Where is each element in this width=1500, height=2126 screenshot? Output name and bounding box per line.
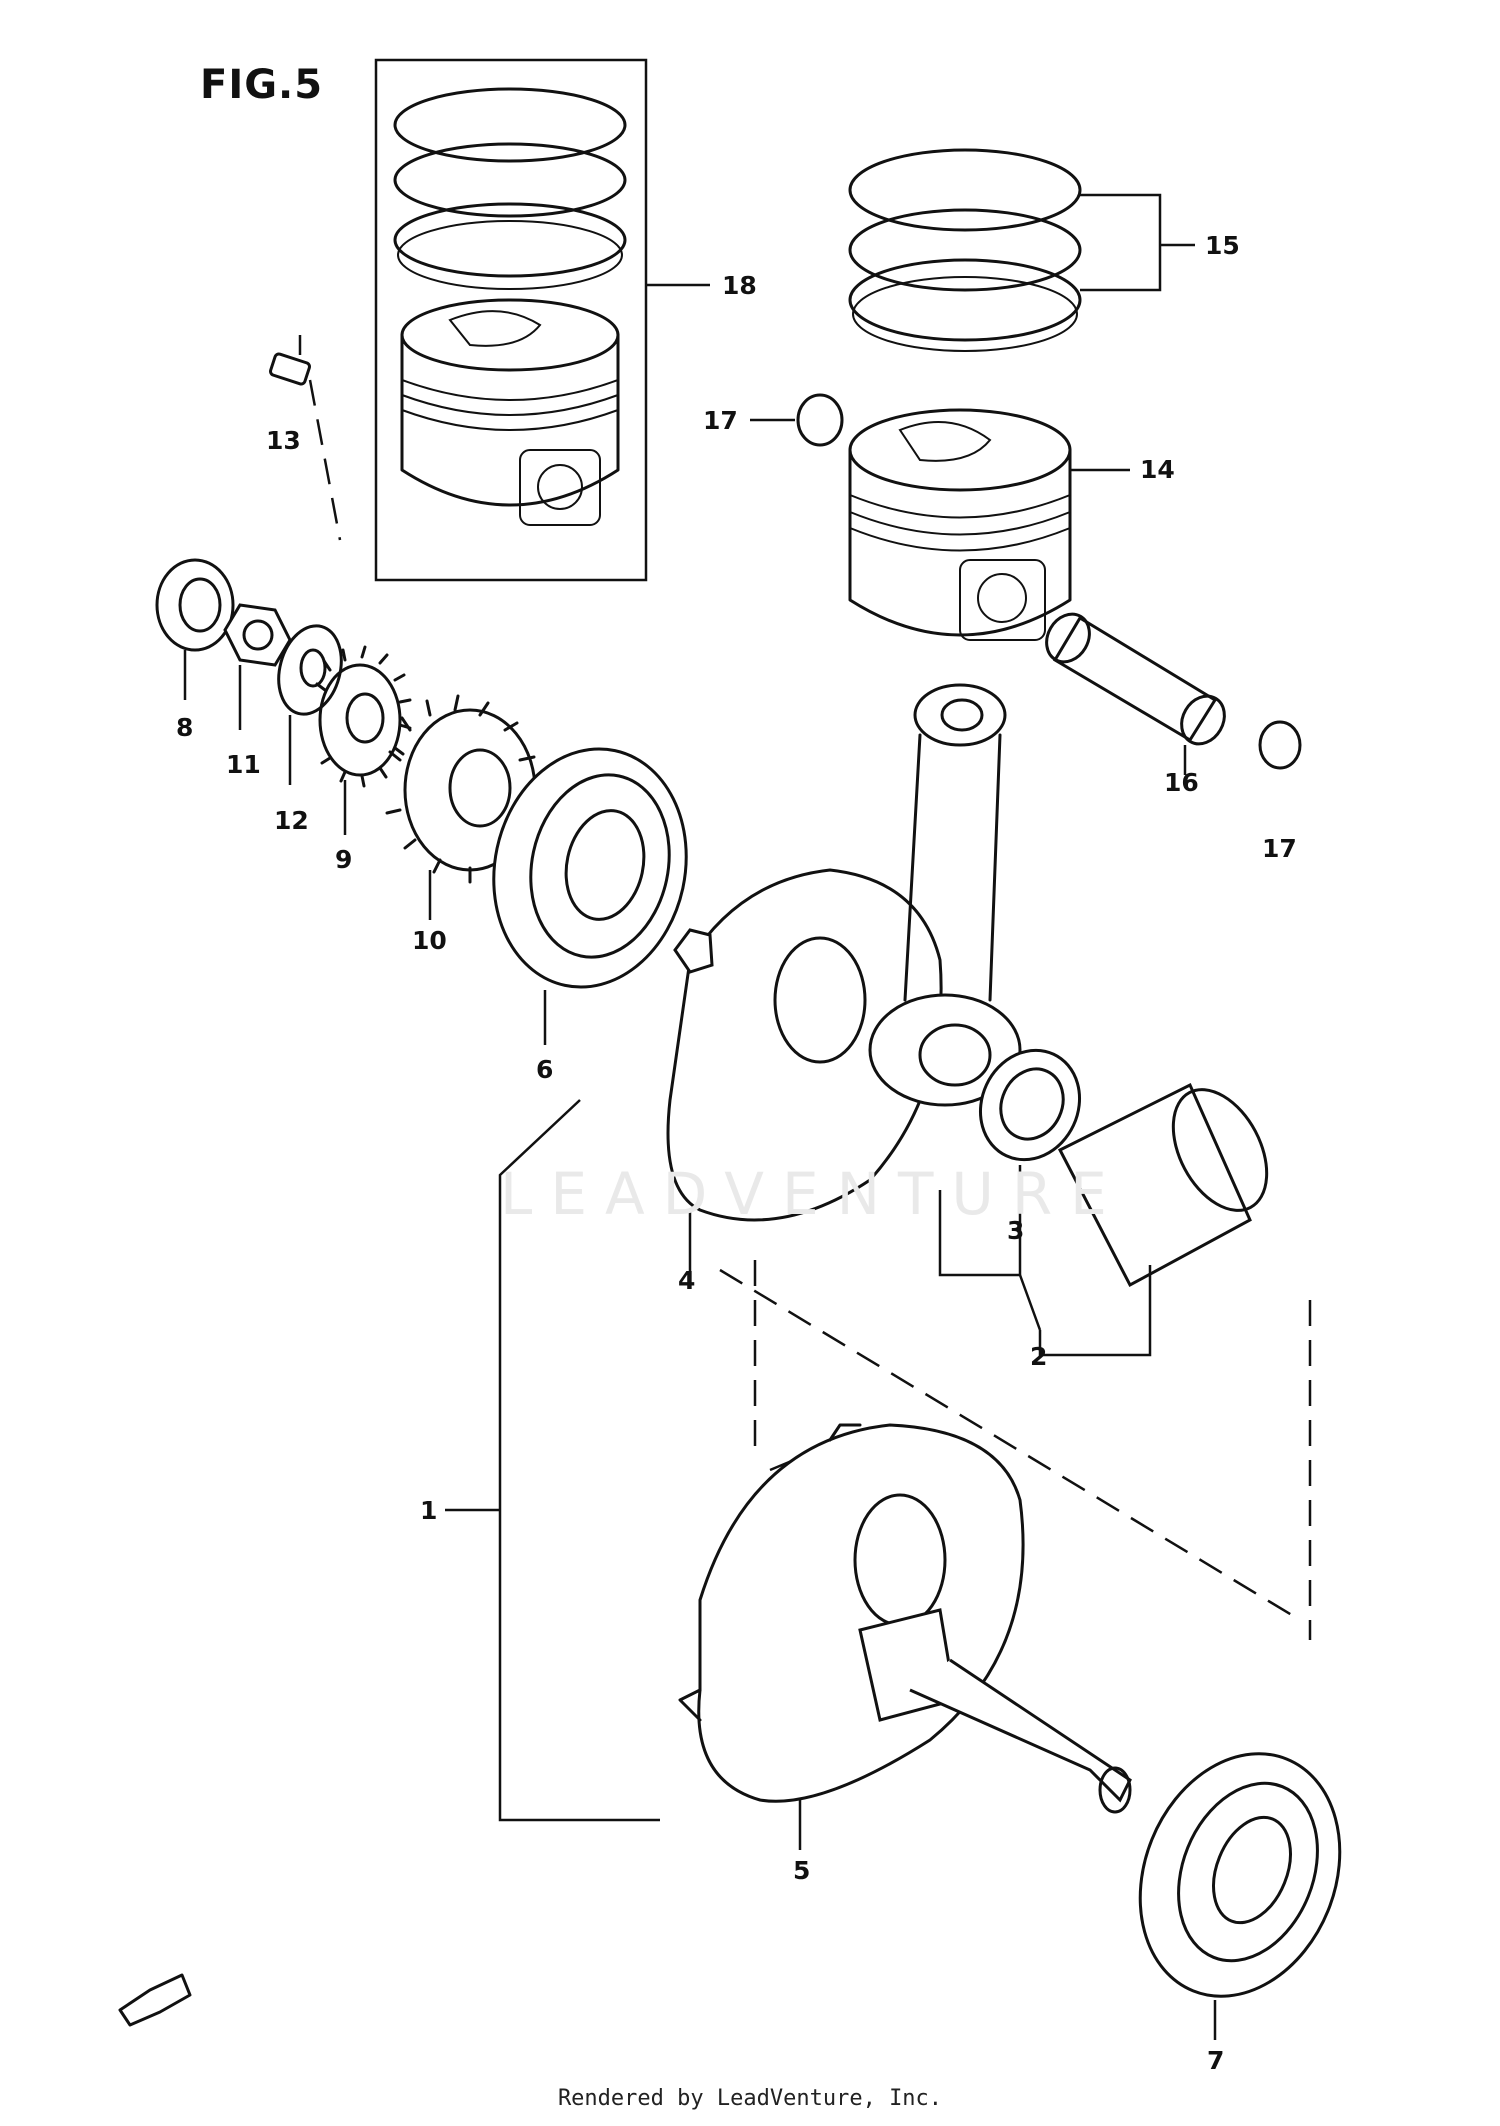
callout-4: 4: [678, 1266, 696, 1295]
nut: [223, 603, 292, 667]
piston-kit-frame: [374, 58, 648, 582]
callout-12: 12: [274, 806, 309, 835]
callout-17-lower: 17: [1262, 834, 1297, 863]
crankshaft-half-right: [678, 1423, 1132, 1814]
watermark: LEADVENTURE: [500, 1160, 1125, 1228]
circlip-upper: [796, 393, 844, 447]
callout-17-upper: 17: [703, 406, 738, 435]
callout-1: 1: [420, 1496, 438, 1525]
callout-10: 10: [412, 926, 447, 955]
callout-14: 14: [1140, 455, 1175, 484]
callout-6: 6: [536, 1055, 554, 1084]
callout-7: 7: [1207, 2046, 1225, 2075]
needle-bearing: [978, 1048, 1082, 1162]
circlip-lower: [1258, 720, 1302, 770]
callout-15: 15: [1205, 231, 1240, 260]
callout-3: 3: [1007, 1216, 1025, 1245]
crankshaft-bearing-left: [492, 747, 688, 989]
piston: [848, 408, 1072, 641]
crankshaft-bearing-right: [1138, 1752, 1342, 1998]
piston-pin: [1045, 612, 1226, 746]
woodruff-key: [269, 352, 311, 386]
kit-piston: [400, 298, 620, 526]
callout-5: 5: [793, 1856, 811, 1885]
piston-rings: [848, 148, 1082, 352]
kit-piston-rings: [393, 87, 627, 290]
connecting-rod: [868, 683, 1022, 1107]
washer: [277, 624, 343, 716]
oil-seal: [155, 558, 235, 652]
crank-pin: [1057, 1082, 1269, 1288]
callout-13: 13: [266, 426, 301, 455]
callout-2: 2: [1030, 1342, 1048, 1371]
forward-direction-arrow: [118, 1973, 192, 2027]
figure-title: FIG.5: [200, 62, 324, 108]
primary-drive-gear-small: [315, 645, 412, 788]
callout-8: 8: [176, 713, 194, 742]
footer-credit: Rendered by LeadVenture, Inc.: [557, 2086, 943, 2111]
callout-11: 11: [226, 750, 261, 779]
callout-18: 18: [722, 271, 757, 300]
callout-16: 16: [1164, 768, 1199, 797]
callout-9: 9: [335, 845, 353, 874]
